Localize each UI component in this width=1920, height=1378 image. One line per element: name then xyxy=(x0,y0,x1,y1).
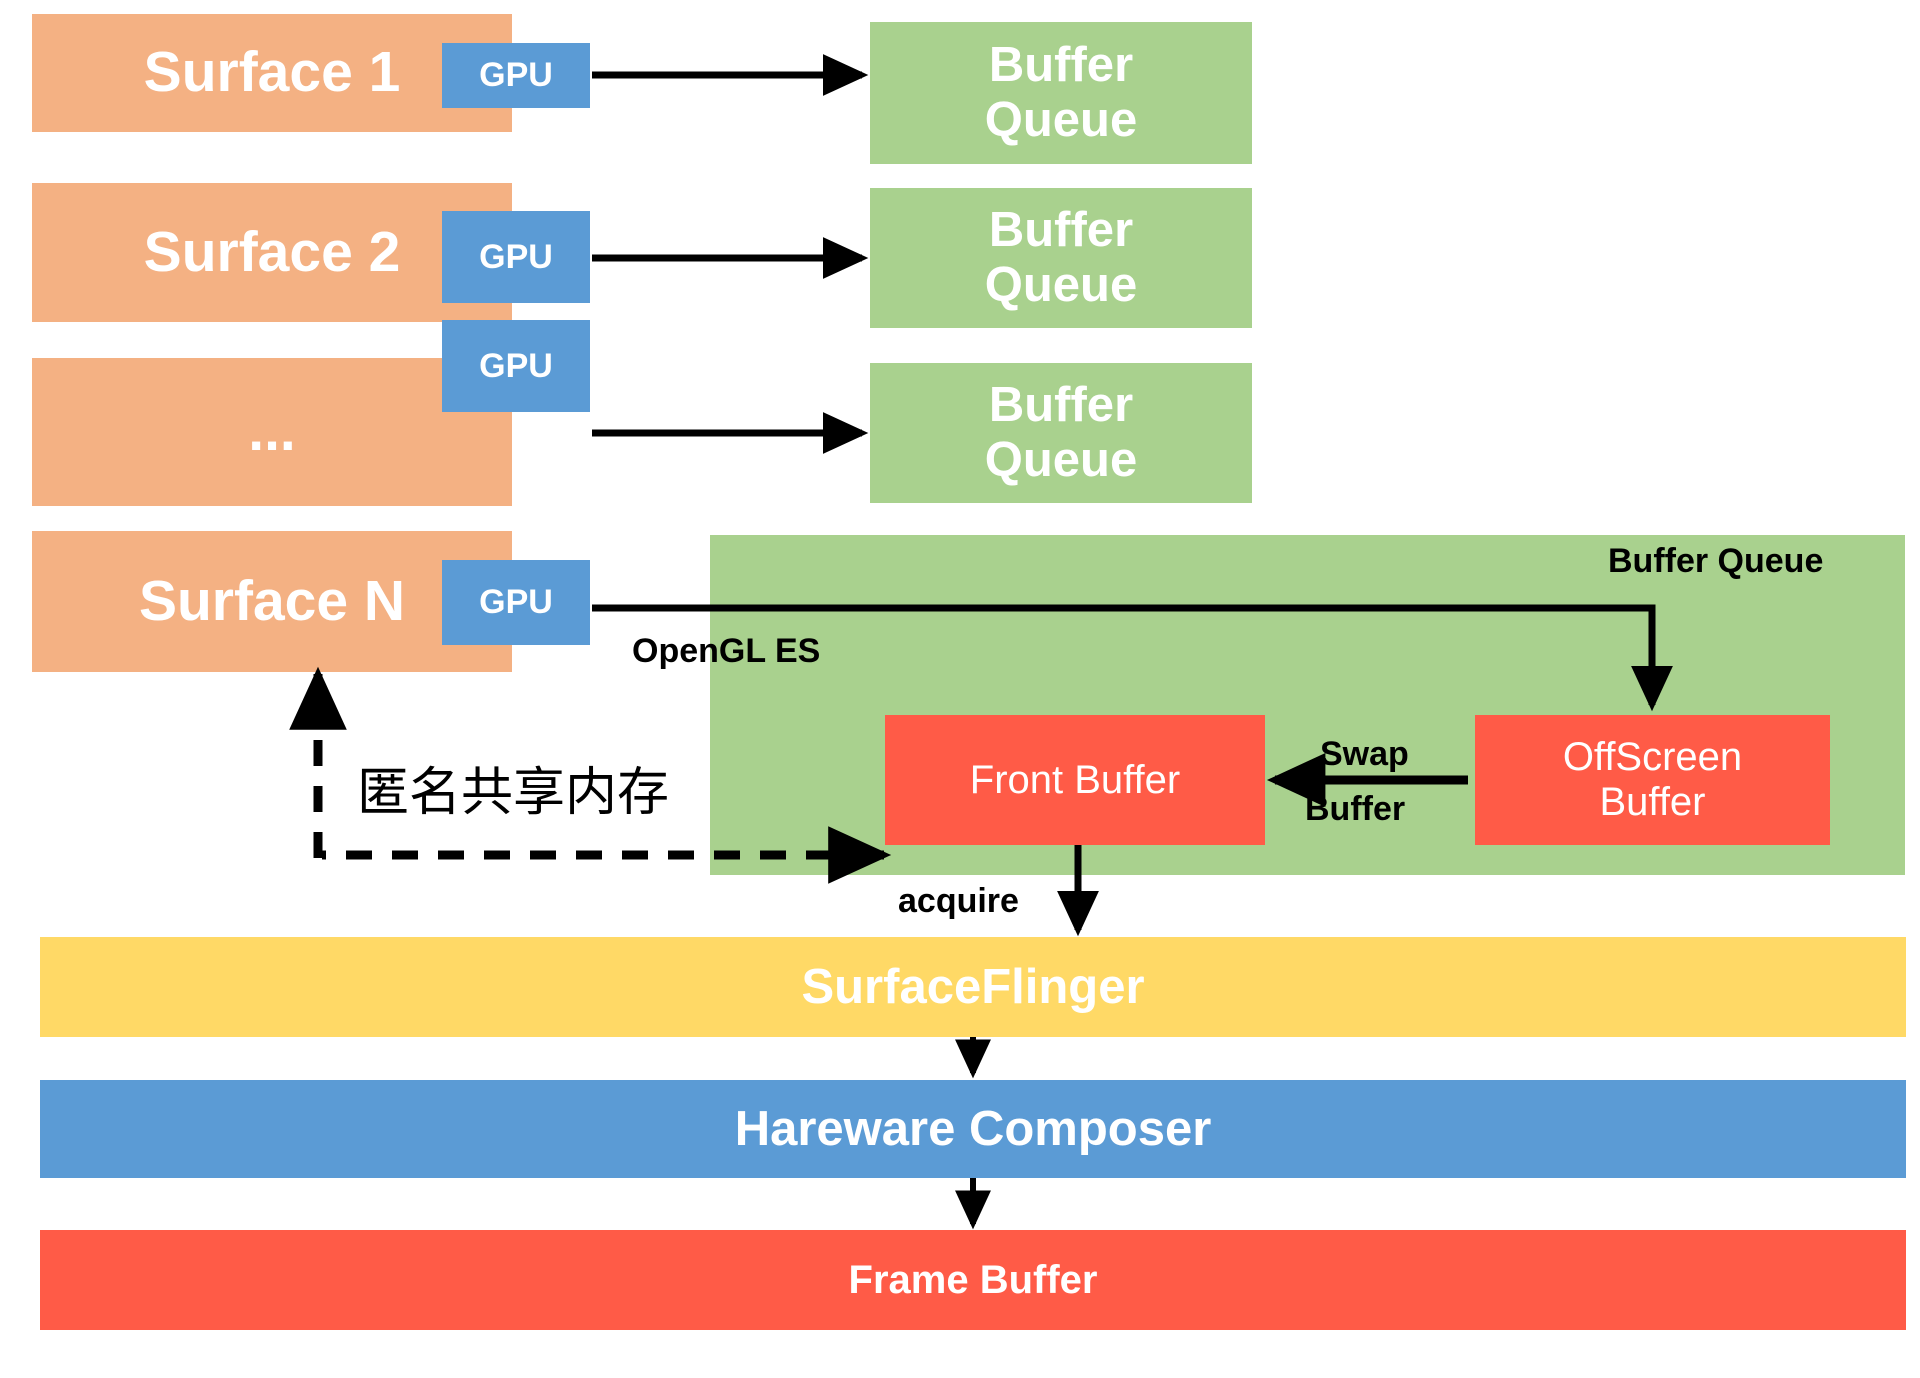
surface-label-3: ... xyxy=(248,399,296,464)
frame-buffer-bar[interactable]: Frame Buffer xyxy=(40,1230,1906,1330)
gpu-label-3: GPU xyxy=(479,346,553,385)
frame-buffer-label: Frame Buffer xyxy=(848,1257,1098,1302)
gpu-label-1: GPU xyxy=(479,56,553,95)
swap-buffer-label-line2: Buffer xyxy=(1305,790,1406,828)
surface-label-1: Surface 1 xyxy=(143,40,401,105)
acquire-label: acquire xyxy=(898,882,1019,920)
gpu-label-2: GPU xyxy=(479,237,553,276)
surface-label-2: Surface 2 xyxy=(143,219,401,284)
gpu-box-1[interactable]: GPU xyxy=(442,43,590,108)
surface-box-1[interactable]: Surface 1 xyxy=(32,14,512,132)
buffer-queue-label-2-line2: Queue xyxy=(984,258,1138,312)
swap-buffer-label-line1: Swap xyxy=(1320,735,1409,773)
front-buffer-label: Front Buffer xyxy=(969,757,1181,802)
gpu-box-2[interactable]: GPU xyxy=(442,211,590,303)
buffer-queue-label-1-line1: Buffer xyxy=(988,38,1134,93)
surfaceflinger-bar[interactable]: SurfaceFlinger xyxy=(40,937,1906,1037)
offscreen-buffer-label-line2: Buffer xyxy=(1599,780,1706,824)
gpu-box-3[interactable]: GPU xyxy=(442,320,590,412)
shared-memory-label: 匿名共享内存 xyxy=(357,763,670,823)
buffer-queue-label-3-line2: Queue xyxy=(984,433,1138,487)
surface-label-4: Surface N xyxy=(138,568,406,633)
gpu-label-4: GPU xyxy=(479,583,553,622)
big-buffer-queue-title: Buffer Queue xyxy=(1608,542,1824,580)
buffer-queue-box-3[interactable]: Buffer Queue xyxy=(870,363,1252,503)
buffer-queue-box-1[interactable]: Buffer Queue xyxy=(870,22,1252,164)
gpu-box-4[interactable]: GPU xyxy=(442,560,590,645)
surface-box-3[interactable]: ... xyxy=(32,358,512,506)
buffer-queue-label-1-line2: Queue xyxy=(984,93,1138,147)
surface-box-2[interactable]: Surface 2 xyxy=(32,183,512,322)
buffer-queue-label-2-line1: Buffer xyxy=(988,203,1134,258)
opengl-es-label: OpenGL ES xyxy=(632,632,821,670)
front-buffer-box[interactable]: Front Buffer xyxy=(885,715,1265,845)
hardware-composer-label: Hareware Composer xyxy=(734,1101,1212,1156)
hardware-composer-bar[interactable]: Hareware Composer xyxy=(40,1080,1906,1178)
buffer-queue-label-3-line1: Buffer xyxy=(988,378,1134,433)
surfaceflinger-label: SurfaceFlinger xyxy=(801,959,1145,1014)
buffer-queue-box-2[interactable]: Buffer Queue xyxy=(870,188,1252,328)
surface-box-4[interactable]: Surface N xyxy=(32,531,512,672)
offscreen-buffer-label-line1: OffScreen xyxy=(1562,735,1743,780)
offscreen-buffer-box[interactable]: OffScreen Buffer xyxy=(1475,715,1830,845)
